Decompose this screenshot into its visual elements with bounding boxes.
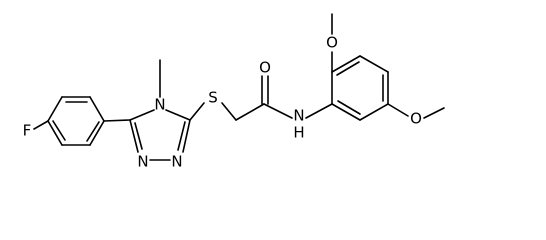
bond-c-s [189, 102, 205, 121]
atom-nitrogen-lower-right: N [171, 153, 182, 171]
bond-ch2-carbonyl [235, 103, 265, 121]
bond-ring2-inner-3 [337, 100, 361, 115]
atom-nitrogen-lower-left: N [137, 153, 148, 171]
bond-triazole-inner-2 [177, 121, 186, 151]
bond-ring1-1 [47, 96, 63, 122]
bond-o-right-methyl [423, 107, 445, 119]
bond-triazole-c3-n2 [182, 119, 191, 153]
bond-triazole-c5-n4 [129, 109, 155, 121]
atom-hydrogen-amide: H [293, 124, 304, 142]
bond-ring2-2 [331, 55, 361, 73]
atom-oxygen-methoxy-right: O [410, 110, 422, 128]
bond-ring1-4 [89, 120, 105, 146]
atom-sulfur: S [208, 89, 218, 107]
bond-triazole-inner-1 [134, 122, 143, 150]
bond-n-aryl [305, 103, 333, 119]
bond-ring1-3 [89, 96, 105, 122]
atom-oxygen-carbonyl: O [259, 59, 271, 77]
bond-ring2-inner-1 [336, 61, 360, 76]
bond-ring2-o-right [387, 103, 409, 117]
bonds [33, 13, 445, 161]
bond-ring1-inner-3 [52, 120, 66, 141]
bond-phenyl-triazole [103, 119, 131, 122]
bond-ring2-6 [331, 103, 361, 121]
molecule-structure: F N N N S O N H O O [23, 13, 445, 171]
bond-triazole-n1-c5 [129, 119, 139, 153]
atom-oxygen-methoxy-top: O [326, 34, 338, 52]
bond-ring1-6 [47, 120, 63, 146]
structure-canvas: F N N N S O N H O O [23, 13, 445, 171]
bond-triazole-n4-c3 [165, 109, 191, 121]
atom-nitrogen-methyl: N [154, 96, 165, 114]
bond-ring2-5 [359, 103, 389, 121]
bond-carbonyl-n [263, 103, 293, 119]
atom-nitrogen-amide: N [293, 107, 304, 125]
bond-ring2-3 [359, 55, 389, 73]
atom-labels: F N N N S O N H O O [23, 34, 422, 171]
atom-fluorine: F [23, 122, 32, 140]
bond-s-ch2 [221, 102, 237, 121]
bond-ring1-inner-2 [86, 121, 100, 142]
bond-f-c [33, 120, 49, 130]
